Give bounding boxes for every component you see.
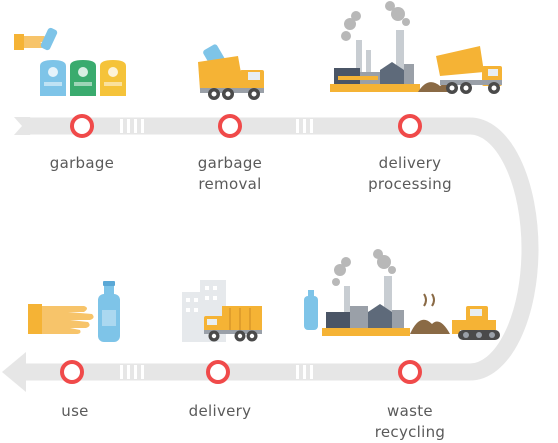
marker-delivery: [206, 360, 230, 384]
step-label-line: garbage: [49, 154, 115, 172]
track-arrowhead-icon: [2, 352, 26, 392]
step-label-line: waste: [387, 402, 433, 420]
track-tail: [14, 117, 36, 135]
step-label-line: processing: [368, 175, 452, 193]
garbage-truck-icon: [198, 44, 264, 100]
marker-use: [60, 360, 84, 384]
step-label-line: garbage: [197, 154, 263, 172]
step-label-line: delivery: [188, 402, 252, 420]
recycling-plant-bulldozer-icon: [304, 249, 500, 340]
step-label-delivery-processing: delivery processing: [355, 153, 465, 195]
step-label-line: removal: [198, 175, 262, 193]
step-label-line: use: [61, 402, 89, 420]
step-label-garbage: garbage: [42, 153, 122, 174]
step-label-line: recycling: [374, 423, 446, 441]
track-stripes: [120, 119, 554, 379]
step-label-use: use: [40, 401, 110, 422]
cycle-track: [20, 117, 539, 381]
step-label-line: delivery: [378, 154, 442, 172]
hand-bottle-icon: [28, 281, 120, 342]
step-markers: [60, 114, 422, 384]
marker-garbage-removal: [218, 114, 242, 138]
step-label-waste-recycling: waste recycling: [360, 401, 460, 443]
factory-dump-truck-icon: [330, 1, 502, 94]
step-label-delivery: delivery: [170, 401, 270, 422]
marker-delivery-processing: [398, 114, 422, 138]
marker-waste-recycling: [398, 360, 422, 384]
step-label-garbage-removal: garbage removal: [180, 153, 280, 195]
delivery-truck-city-icon: [182, 280, 262, 342]
hand-bottle-bins-icon: [14, 27, 126, 96]
marker-garbage: [70, 114, 94, 138]
